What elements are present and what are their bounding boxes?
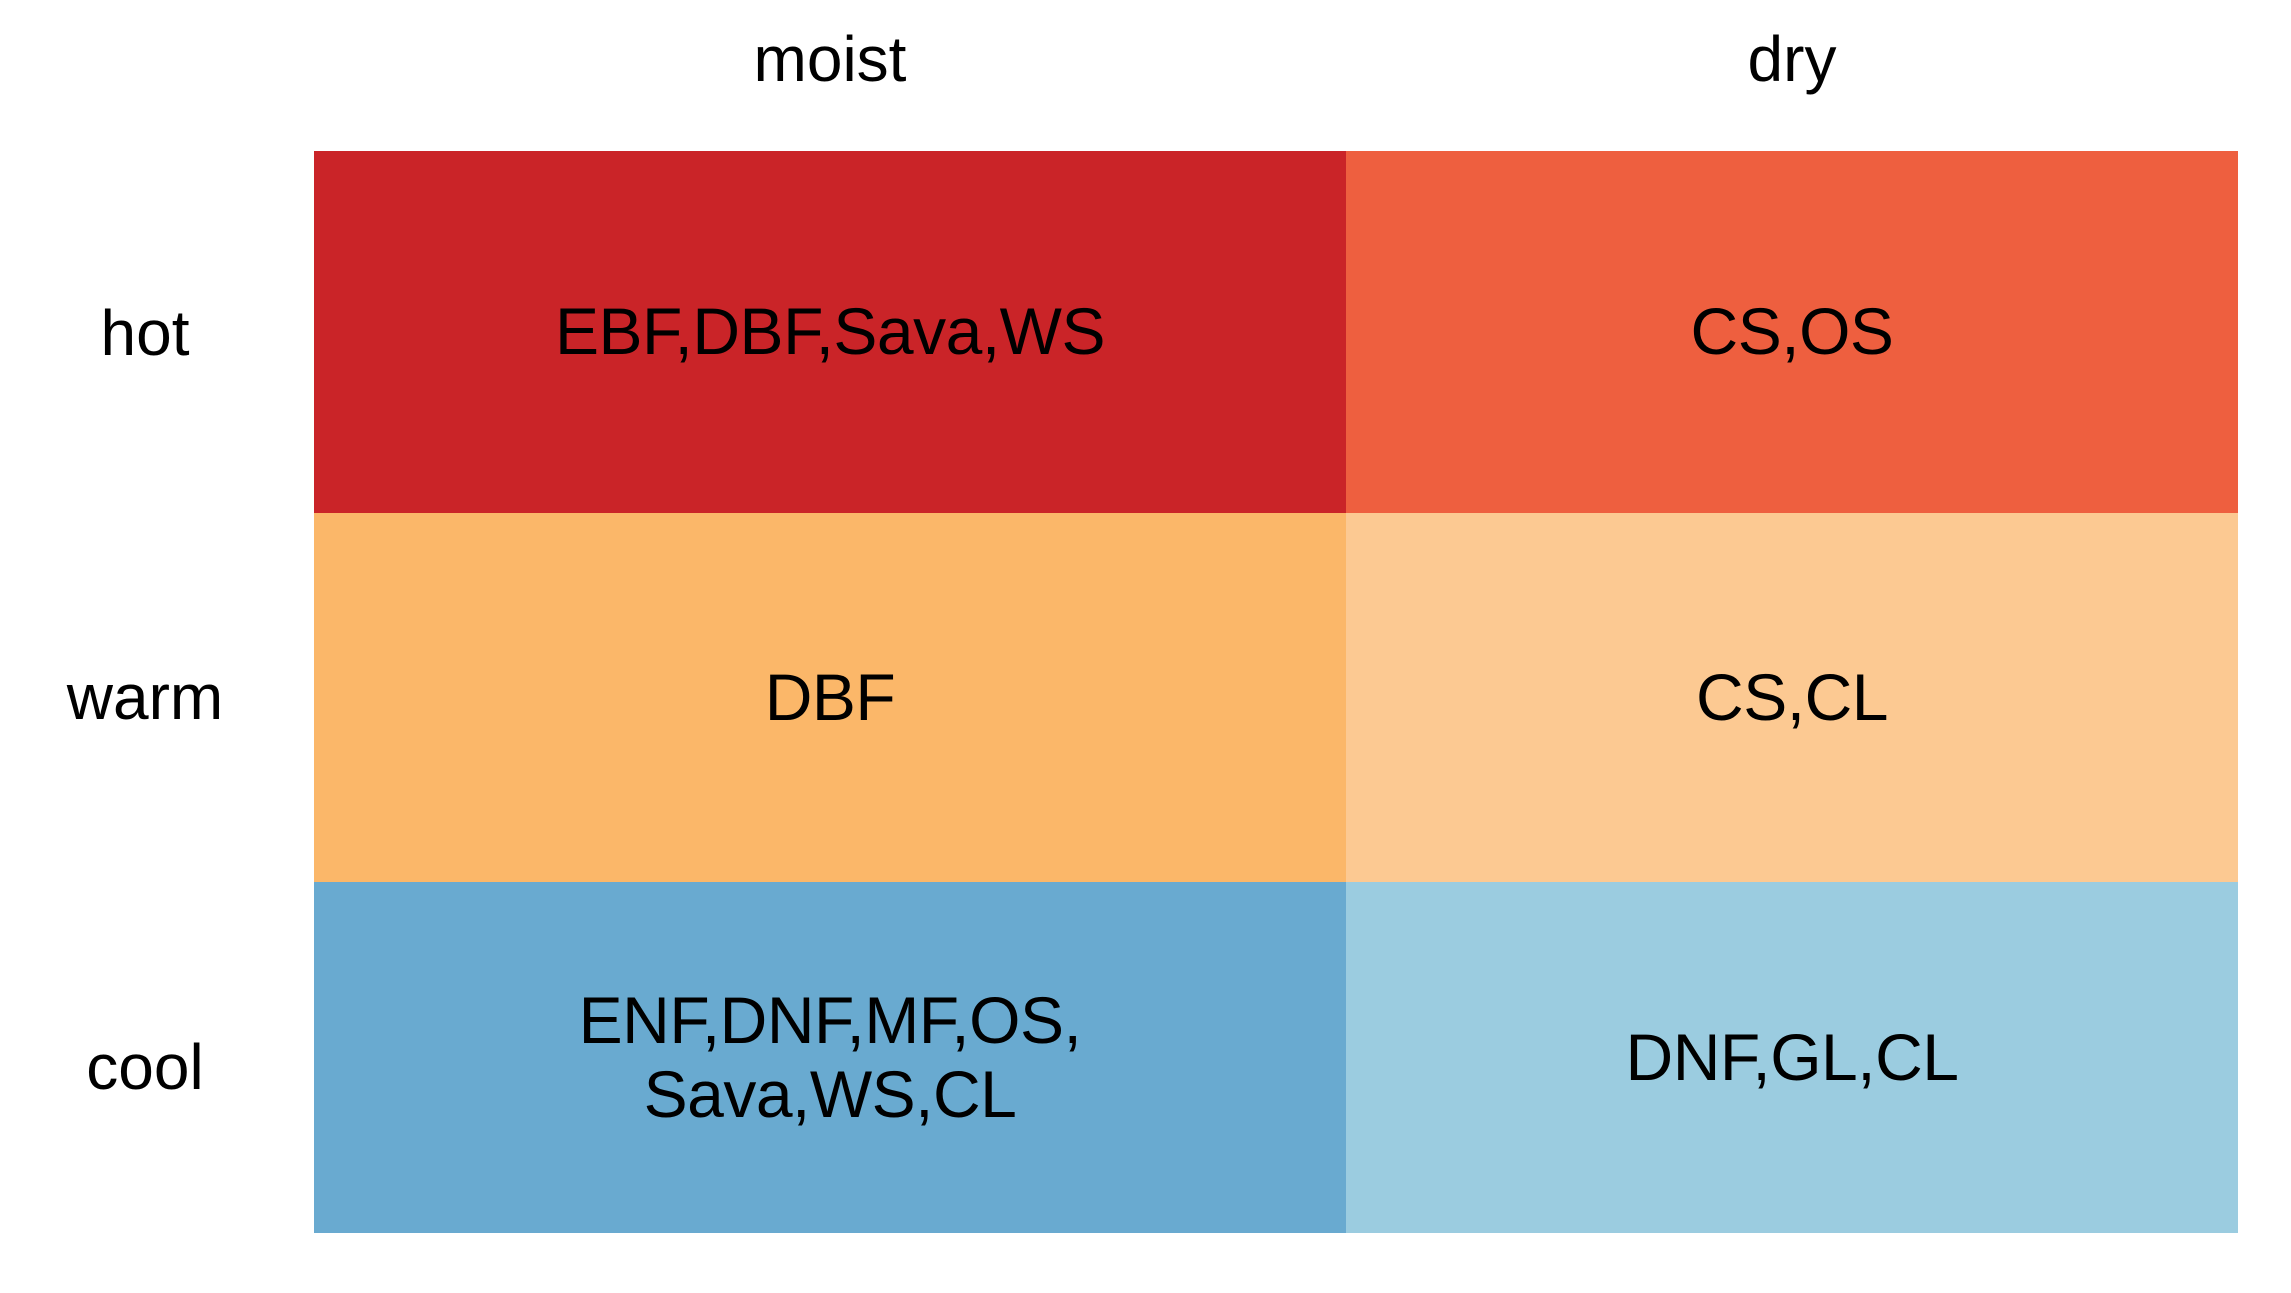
column-header-moist: moist bbox=[753, 23, 907, 95]
cell-cool-dry: DNF,GL,CL bbox=[1346, 882, 2238, 1233]
row-label-hot: hot bbox=[100, 297, 190, 369]
cell-warm-dry: CS,CL bbox=[1346, 513, 2238, 882]
cell-hot-dry-label: CS,OS bbox=[1690, 294, 1894, 369]
cell-cool-dry-label: DNF,GL,CL bbox=[1625, 1019, 1959, 1094]
row-label-cool: cool bbox=[86, 1031, 204, 1103]
cell-cool-moist-label: ENF,DNF,MF,OS, Sava,WS,CL bbox=[578, 982, 1082, 1131]
cell-warm-moist: DBF bbox=[314, 513, 1346, 882]
cell-hot-moist-label: EBF,DBF,Sava,WS bbox=[555, 294, 1106, 369]
row-label-warm: warm bbox=[66, 661, 224, 733]
cell-cool-moist: ENF,DNF,MF,OS, Sava,WS,CL bbox=[314, 882, 1346, 1233]
column-header-dry: dry bbox=[1747, 23, 1837, 95]
cell-warm-dry-label: CS,CL bbox=[1696, 659, 1888, 734]
matrix-grid: EBF,DBF,Sava,WS CS,OS DBF CS,CL ENF,DNF,… bbox=[314, 151, 2238, 1233]
cell-warm-moist-label: DBF bbox=[764, 659, 896, 734]
cell-hot-moist: EBF,DBF,Sava,WS bbox=[314, 151, 1346, 513]
cell-hot-dry: CS,OS bbox=[1346, 151, 2238, 513]
